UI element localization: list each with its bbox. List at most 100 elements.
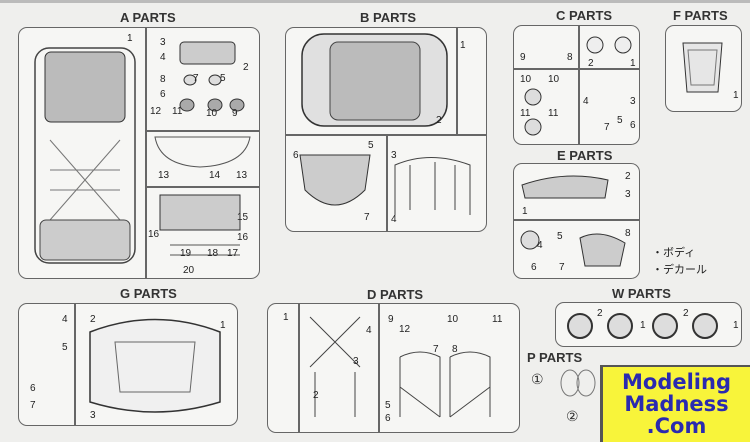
part-number: 7 <box>604 122 610 133</box>
part-number: 16 <box>237 232 249 243</box>
c-parts-title: C PARTS <box>556 8 613 23</box>
divider <box>514 68 639 70</box>
a-lower-parts <box>154 136 251 256</box>
top-border <box>0 0 750 3</box>
part-number: 7 <box>30 400 36 411</box>
b-dashboard-drawing <box>299 154 371 206</box>
part-number: 1 <box>640 320 646 331</box>
d-parts-frame <box>267 303 520 433</box>
w-parts-title: W PARTS <box>612 286 671 301</box>
b-rollcage-drawing <box>394 157 471 215</box>
part-number: 1 <box>127 33 133 44</box>
note-decal: ・デカール <box>652 264 707 276</box>
part-number: 7 <box>559 262 565 273</box>
part-number: 20 <box>183 265 195 276</box>
part-number: 3 <box>391 150 397 161</box>
modeling-madness-logo: Modeling Madness .Com <box>600 365 750 442</box>
part-number: 13 <box>158 170 170 181</box>
part-number: 6 <box>293 150 299 161</box>
part-number: 15 <box>237 212 249 223</box>
part-number: 16 <box>148 229 160 240</box>
part-number: 4 <box>160 52 166 63</box>
divider <box>514 219 639 221</box>
part-number: 12 <box>150 106 162 117</box>
p-parts-title: P PARTS <box>527 350 583 365</box>
divider <box>378 304 380 432</box>
part-number: 11 <box>172 106 183 117</box>
e-dashboard-drawing <box>521 175 609 199</box>
part-number: 2 <box>683 308 689 319</box>
g-parts-title: G PARTS <box>120 286 177 301</box>
part-number: 6 <box>385 413 391 424</box>
logo-line: .Com <box>646 414 707 438</box>
part-number: 13 <box>236 170 248 181</box>
c-wheels <box>524 88 542 136</box>
logo-line: Modeling <box>622 370 731 394</box>
part-number: 8 <box>160 74 166 85</box>
part-number: 3 <box>630 96 636 107</box>
part-number: 2 <box>597 308 603 319</box>
part-number: 4 <box>583 96 589 107</box>
part-number: 7 <box>193 73 199 84</box>
divider <box>145 186 259 188</box>
part-number: 10 <box>548 74 560 85</box>
f-window-drawing <box>682 42 723 93</box>
part-number: 8 <box>625 228 631 239</box>
part-number: 9 <box>388 314 394 325</box>
part-number: 5 <box>557 231 563 242</box>
part-number: 3 <box>353 356 359 367</box>
divider <box>386 134 388 231</box>
part-number: 17 <box>227 248 239 259</box>
p-part-1: ① <box>531 371 544 387</box>
part-number: 6 <box>630 120 636 131</box>
part-number: 6 <box>531 262 537 273</box>
part-number: 3 <box>625 189 631 200</box>
part-number: 10 <box>447 314 459 325</box>
part-number: 5 <box>220 73 226 84</box>
part-number: 4 <box>366 325 372 336</box>
b-parts-title: B PARTS <box>360 10 417 25</box>
part-number: 6 <box>160 89 166 100</box>
part-number: 11 <box>520 108 531 119</box>
divider <box>298 304 300 432</box>
part-number: 5 <box>385 400 391 411</box>
note-body: ・ボディ <box>652 247 696 259</box>
divider <box>145 28 147 278</box>
d-rollcage-drawing <box>309 316 491 418</box>
a-small-parts <box>179 41 245 112</box>
part-number: 9 <box>232 108 238 119</box>
divider <box>456 28 458 134</box>
p-tire-drawing <box>560 369 596 397</box>
part-number: 6 <box>30 383 36 394</box>
part-number: 8 <box>567 52 573 63</box>
part-number: 1 <box>522 206 528 217</box>
divider <box>145 130 259 132</box>
part-number: 7 <box>433 344 439 355</box>
p-part-2: ② <box>566 408 579 424</box>
d-parts-title: D PARTS <box>367 287 424 302</box>
part-number: 5 <box>62 342 68 353</box>
part-number: 1 <box>630 58 636 69</box>
f-parts-title: F PARTS <box>673 8 728 23</box>
part-number: 7 <box>364 212 370 223</box>
g-body-drawing <box>89 318 221 413</box>
part-number: 2 <box>243 62 249 73</box>
part-number: 1 <box>733 320 739 331</box>
part-number: 5 <box>368 140 374 151</box>
logo-line: Madness <box>624 392 729 416</box>
part-number: 2 <box>313 390 319 401</box>
part-number: 11 <box>492 314 503 325</box>
part-number: 10 <box>520 74 532 85</box>
part-number: 3 <box>90 410 96 421</box>
divider <box>578 26 580 144</box>
part-number: 4 <box>537 240 543 251</box>
part-number: 18 <box>207 248 219 259</box>
chassis-drawing <box>34 47 136 264</box>
e-parts-title: E PARTS <box>557 148 613 163</box>
part-number: 1 <box>220 320 226 331</box>
part-number: 10 <box>206 108 218 119</box>
divider <box>74 304 76 425</box>
part-number: 14 <box>209 170 221 181</box>
part-number: 11 <box>548 108 559 119</box>
part-number: 5 <box>617 115 623 126</box>
